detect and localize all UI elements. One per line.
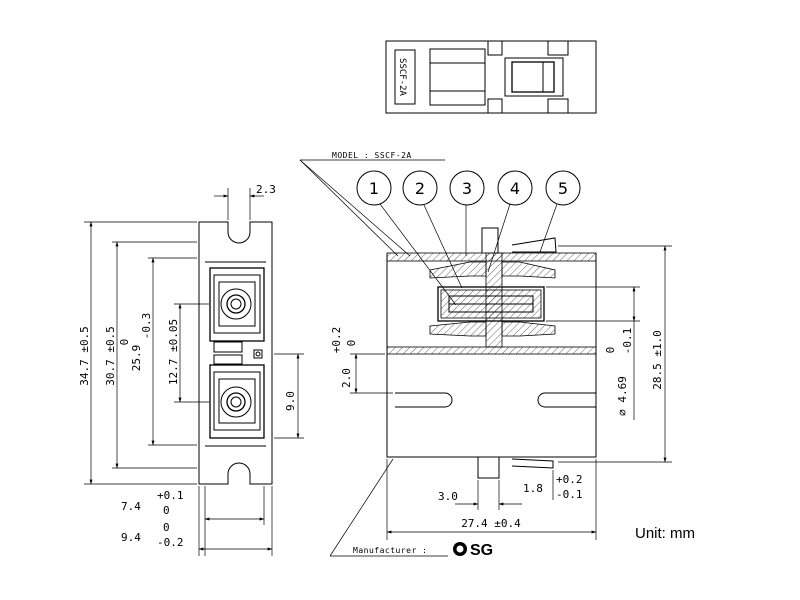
callout-2-circle: [402, 170, 438, 206]
dim-flange-width-tol-lower: -0.2: [157, 536, 184, 549]
callout-2: 2: [415, 179, 425, 198]
callout-1-circle: [356, 170, 392, 206]
dim-mid-height-tol-upper: 0: [118, 339, 131, 346]
dim-clip-tol-upper: +0.2: [556, 473, 583, 486]
front-view: [198, 221, 273, 485]
model-label: MODEL : SSCF-2A: [332, 151, 412, 160]
manufacturer-block: Manufacturer : SG: [329, 458, 493, 559]
dim-flange-width: 9.4: [121, 531, 141, 544]
front-view-dimensions: 2.3 34.7 ±0.5 30.7 ±0.5 25.9 0 -0.3 12.7…: [78, 183, 304, 556]
model-leader: MODEL : SSCF-2A: [299, 151, 445, 257]
brand-logo: SG: [470, 542, 493, 559]
dim-side-gap-tol-lower: 0: [345, 340, 358, 347]
callout-3: 3: [462, 179, 472, 198]
callout-group: 1 2 3 4 5: [356, 170, 581, 306]
dim-side-height: 28.5 ±1.0: [651, 330, 664, 390]
manufacturer-label: Manufacturer :: [353, 546, 427, 555]
dim-bore-tol-upper: 0: [604, 347, 617, 354]
dim-port-offset: 9.0: [284, 391, 297, 411]
dim-base-width-tol-upper: +0.1: [157, 489, 184, 502]
dim-clip-width: 1.8: [523, 482, 543, 495]
callout-3-circle: [449, 170, 485, 206]
dim-base-width: 7.4: [121, 500, 141, 513]
dim-side-gap: 2.0: [340, 368, 353, 388]
dim-foot-width: 3.0: [438, 490, 458, 503]
side-view-dimensions: 2.0 +0.2 0 ∅ 4.69 0 -0.1 28.5 ±1.0 3.0 1…: [330, 245, 672, 540]
top-view-model-label: SSCF-2A: [397, 58, 407, 97]
unit-label: Unit: mm: [635, 525, 695, 542]
side-view: [386, 227, 597, 479]
dim-body-height: 30.7 ±0.5: [104, 326, 117, 386]
dim-side-gap-tol-upper: +0.2: [330, 327, 343, 354]
dim-base-width-tol-lower: 0: [163, 504, 170, 517]
callout-5: 5: [558, 179, 568, 198]
dim-overall-height: 34.7 ±0.5: [78, 326, 91, 386]
dim-mid-height: 25.9: [130, 345, 143, 372]
dim-slot-width: 2.3: [256, 183, 276, 196]
callout-4: 4: [510, 179, 520, 198]
dim-overall-length: 27.4 ±0.4: [461, 517, 521, 530]
dim-port-pitch: 12.7 ±0.05: [167, 319, 180, 385]
dim-mid-height-tol-lower: -0.3: [140, 313, 153, 340]
dim-bore-diameter: ∅ 4.69: [616, 376, 629, 416]
dim-bore-tol-lower: -0.1: [621, 328, 634, 355]
top-view: SSCF-2A: [385, 40, 597, 114]
callout-1: 1: [369, 179, 379, 198]
callout-4-circle: [497, 170, 533, 206]
dim-clip-tol-lower: -0.1: [556, 488, 583, 501]
dim-flange-width-tol-upper: 0: [163, 521, 170, 534]
callout-5-circle: [545, 170, 581, 206]
